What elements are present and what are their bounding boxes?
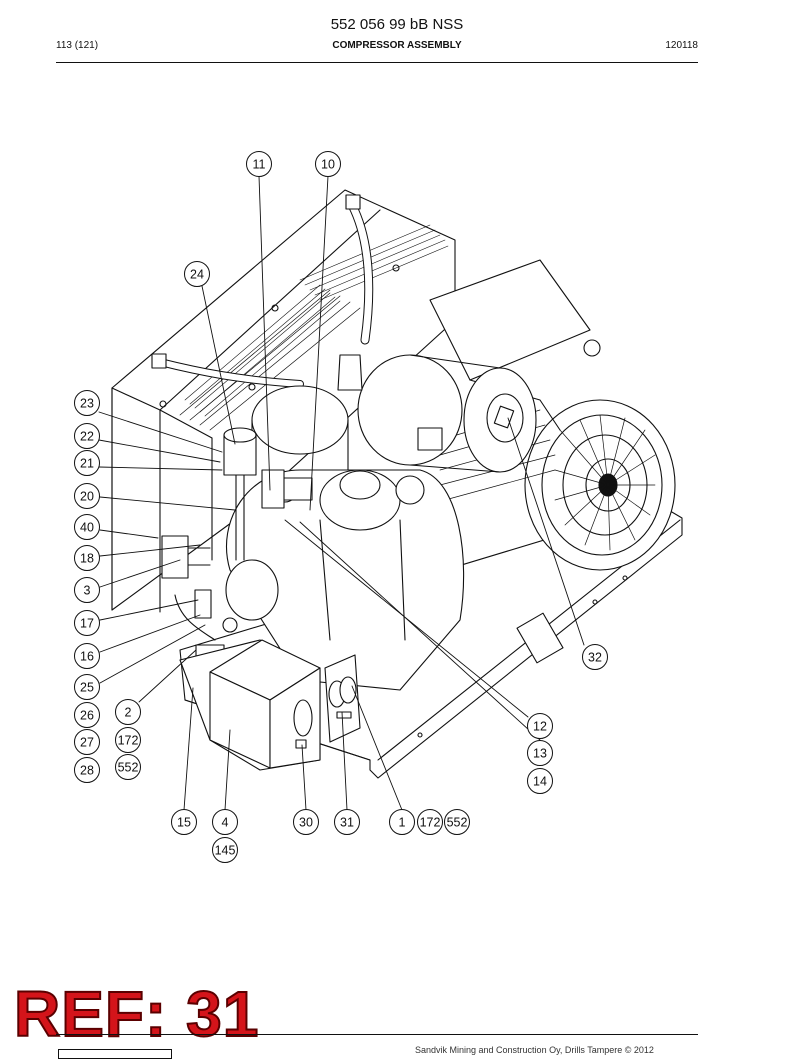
compressor-body bbox=[225, 354, 465, 691]
callout-21: 21 bbox=[74, 450, 100, 476]
callout-18: 18 bbox=[74, 545, 100, 571]
svg-text:13: 13 bbox=[533, 747, 547, 761]
callout-16: 16 bbox=[74, 643, 100, 669]
callout-20: 20 bbox=[74, 483, 100, 509]
gauge-panel bbox=[324, 654, 361, 743]
svg-text:32: 32 bbox=[588, 651, 602, 665]
svg-text:18: 18 bbox=[80, 552, 94, 566]
electric-motor bbox=[429, 259, 676, 571]
callout-12: 12 bbox=[527, 713, 553, 739]
callout-28: 28 bbox=[74, 757, 100, 783]
sandvik-logo bbox=[58, 1049, 172, 1059]
callout-1: 1 bbox=[389, 809, 415, 835]
callout-15: 15 bbox=[171, 809, 197, 835]
callout-26: 26 bbox=[74, 702, 100, 728]
footer-rule bbox=[56, 1034, 698, 1035]
svg-text:145: 145 bbox=[215, 844, 236, 858]
leader-lines bbox=[98, 175, 585, 811]
callout-14: 14 bbox=[527, 768, 553, 794]
svg-text:26: 26 bbox=[80, 709, 94, 723]
callout-172-bottom: 172 bbox=[417, 809, 443, 835]
svg-text:15: 15 bbox=[177, 816, 191, 830]
svg-text:25: 25 bbox=[80, 681, 94, 695]
svg-text:11: 11 bbox=[253, 158, 266, 172]
callout-22: 22 bbox=[74, 423, 100, 449]
ref-stamp: REF: 31 bbox=[13, 978, 260, 1050]
callout-40: 40 bbox=[74, 514, 100, 540]
svg-text:552: 552 bbox=[118, 761, 139, 775]
callout-27: 27 bbox=[74, 729, 100, 755]
callout-23: 23 bbox=[74, 390, 100, 416]
svg-text:10: 10 bbox=[321, 158, 335, 172]
callout-24: 24 bbox=[184, 261, 210, 287]
callout-3: 3 bbox=[74, 577, 100, 603]
svg-text:17: 17 bbox=[80, 617, 94, 631]
svg-text:14: 14 bbox=[533, 775, 547, 789]
svg-text:552: 552 bbox=[447, 816, 468, 830]
svg-text:3: 3 bbox=[84, 584, 91, 598]
svg-text:20: 20 bbox=[80, 490, 94, 504]
callout-10: 10 bbox=[315, 151, 341, 177]
svg-text:16: 16 bbox=[80, 650, 94, 664]
callout-11: 11 bbox=[246, 151, 272, 177]
svg-text:12: 12 bbox=[533, 720, 547, 734]
callout-2: 2 bbox=[115, 699, 141, 725]
callout-31: 31 bbox=[334, 809, 360, 835]
page-number: 113 (121) bbox=[56, 40, 99, 51]
callout-145: 145 bbox=[212, 837, 238, 863]
callouts: 11 10 24 23 22 21 20 40 18 3 17 16 25 26… bbox=[74, 151, 608, 863]
callout-32: 32 bbox=[582, 644, 608, 670]
header-rule bbox=[56, 62, 698, 63]
svg-text:28: 28 bbox=[80, 764, 94, 778]
callout-552-left: 552 bbox=[115, 754, 141, 780]
svg-text:1: 1 bbox=[399, 816, 406, 830]
svg-text:24: 24 bbox=[190, 268, 204, 282]
air-filter bbox=[357, 354, 537, 473]
svg-text:27: 27 bbox=[80, 736, 94, 750]
svg-text:2: 2 bbox=[125, 706, 132, 720]
svg-text:22: 22 bbox=[80, 430, 94, 444]
document-date: 120118 bbox=[665, 40, 698, 51]
callout-172-left: 172 bbox=[115, 727, 141, 753]
callout-25: 25 bbox=[74, 674, 100, 700]
document-number: 552 056 99 bB NSS bbox=[330, 16, 464, 33]
page-title: COMPRESSOR ASSEMBLY bbox=[332, 40, 462, 51]
svg-text:172: 172 bbox=[420, 816, 441, 830]
svg-text:30: 30 bbox=[299, 816, 313, 830]
svg-text:23: 23 bbox=[80, 397, 94, 411]
svg-text:31: 31 bbox=[340, 816, 354, 830]
hose bbox=[151, 194, 374, 388]
callout-4: 4 bbox=[212, 809, 238, 835]
svg-text:4: 4 bbox=[222, 816, 229, 830]
starter-box bbox=[179, 639, 321, 771]
footer-copyright: Sandvik Mining and Construction Oy, Dril… bbox=[415, 1045, 654, 1055]
svg-text:40: 40 bbox=[80, 521, 94, 535]
callout-552-bottom: 552 bbox=[444, 809, 470, 835]
callout-17: 17 bbox=[74, 610, 100, 636]
callout-13: 13 bbox=[527, 740, 553, 766]
svg-text:21: 21 bbox=[80, 457, 94, 471]
svg-text:172: 172 bbox=[118, 734, 139, 748]
callout-30: 30 bbox=[293, 809, 319, 835]
